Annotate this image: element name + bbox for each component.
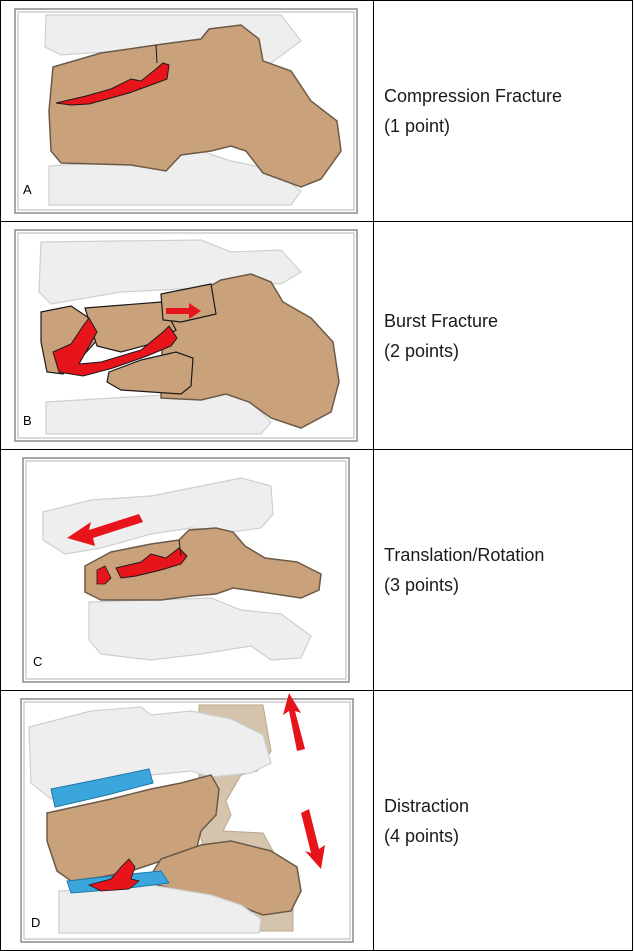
fracture-zone: [115, 547, 188, 579]
panel-letter: D: [31, 915, 40, 930]
fracture-points-label: (1 point): [384, 116, 451, 136]
illustration-cell-b: B: [0, 221, 374, 450]
vertebra-lower-body: [150, 840, 302, 916]
distraction-arrow-up: [283, 693, 305, 751]
vertebra-body: [48, 24, 342, 188]
description-cell-d: Distraction (4 points): [373, 690, 633, 951]
lower-vertebra-ghost: [58, 884, 262, 934]
retropulsion-arrow: [166, 303, 201, 319]
description-cell-b: Burst Fracture (2 points): [373, 221, 633, 450]
lower-vertebra-ghost: [88, 597, 312, 661]
compression-fracture-zone: [55, 62, 170, 106]
panel-letter: B: [23, 413, 32, 428]
inferior-fragment: [106, 351, 194, 395]
burst-fracture-illustration: B: [14, 229, 358, 442]
table-row-a: A Compression Fracture (1 point): [0, 0, 633, 222]
translation-rotation-illustration: C: [22, 457, 350, 683]
table-row-d: D Distraction (4 points): [0, 690, 633, 951]
vertebra-body: [84, 527, 322, 601]
fracture-points-label: (4 points): [384, 825, 460, 846]
intervertebral-disc-upper: [50, 768, 154, 808]
distraction-arrow-down: [301, 809, 325, 869]
distraction-illustration: D: [20, 693, 354, 943]
fracture-type-label: Compression Fracture: [384, 86, 563, 106]
fracture-zone-anterior: [96, 565, 112, 585]
panel-letter: C: [33, 654, 42, 669]
fracture-type-label: Translation/Rotation: [384, 545, 545, 565]
compression-fracture-illustration: A: [14, 8, 358, 214]
fracture-type-label: Burst Fracture: [384, 310, 499, 331]
fracture-zone: [87, 858, 140, 892]
table-row-b: B Burst Fracture (2 points): [0, 221, 633, 450]
illustration-cell-d: D: [0, 690, 374, 951]
description-cell-a: Compression Fracture (1 point): [373, 0, 633, 222]
burst-fracture-zone: [52, 317, 178, 377]
illustration-cell-a: A: [0, 0, 374, 222]
description-cell-c: Translation/Rotation (3 points): [373, 449, 633, 691]
fracture-points-label: (2 points): [384, 340, 460, 361]
table-row-c: C Translation/Rotation (3 points): [0, 449, 633, 691]
panel-letter: A: [23, 182, 32, 197]
translation-arrow: [67, 514, 143, 546]
fracture-type-label: Distraction: [384, 795, 470, 816]
illustration-cell-c: C: [0, 449, 374, 691]
fracture-points-label: (3 points): [384, 575, 460, 595]
